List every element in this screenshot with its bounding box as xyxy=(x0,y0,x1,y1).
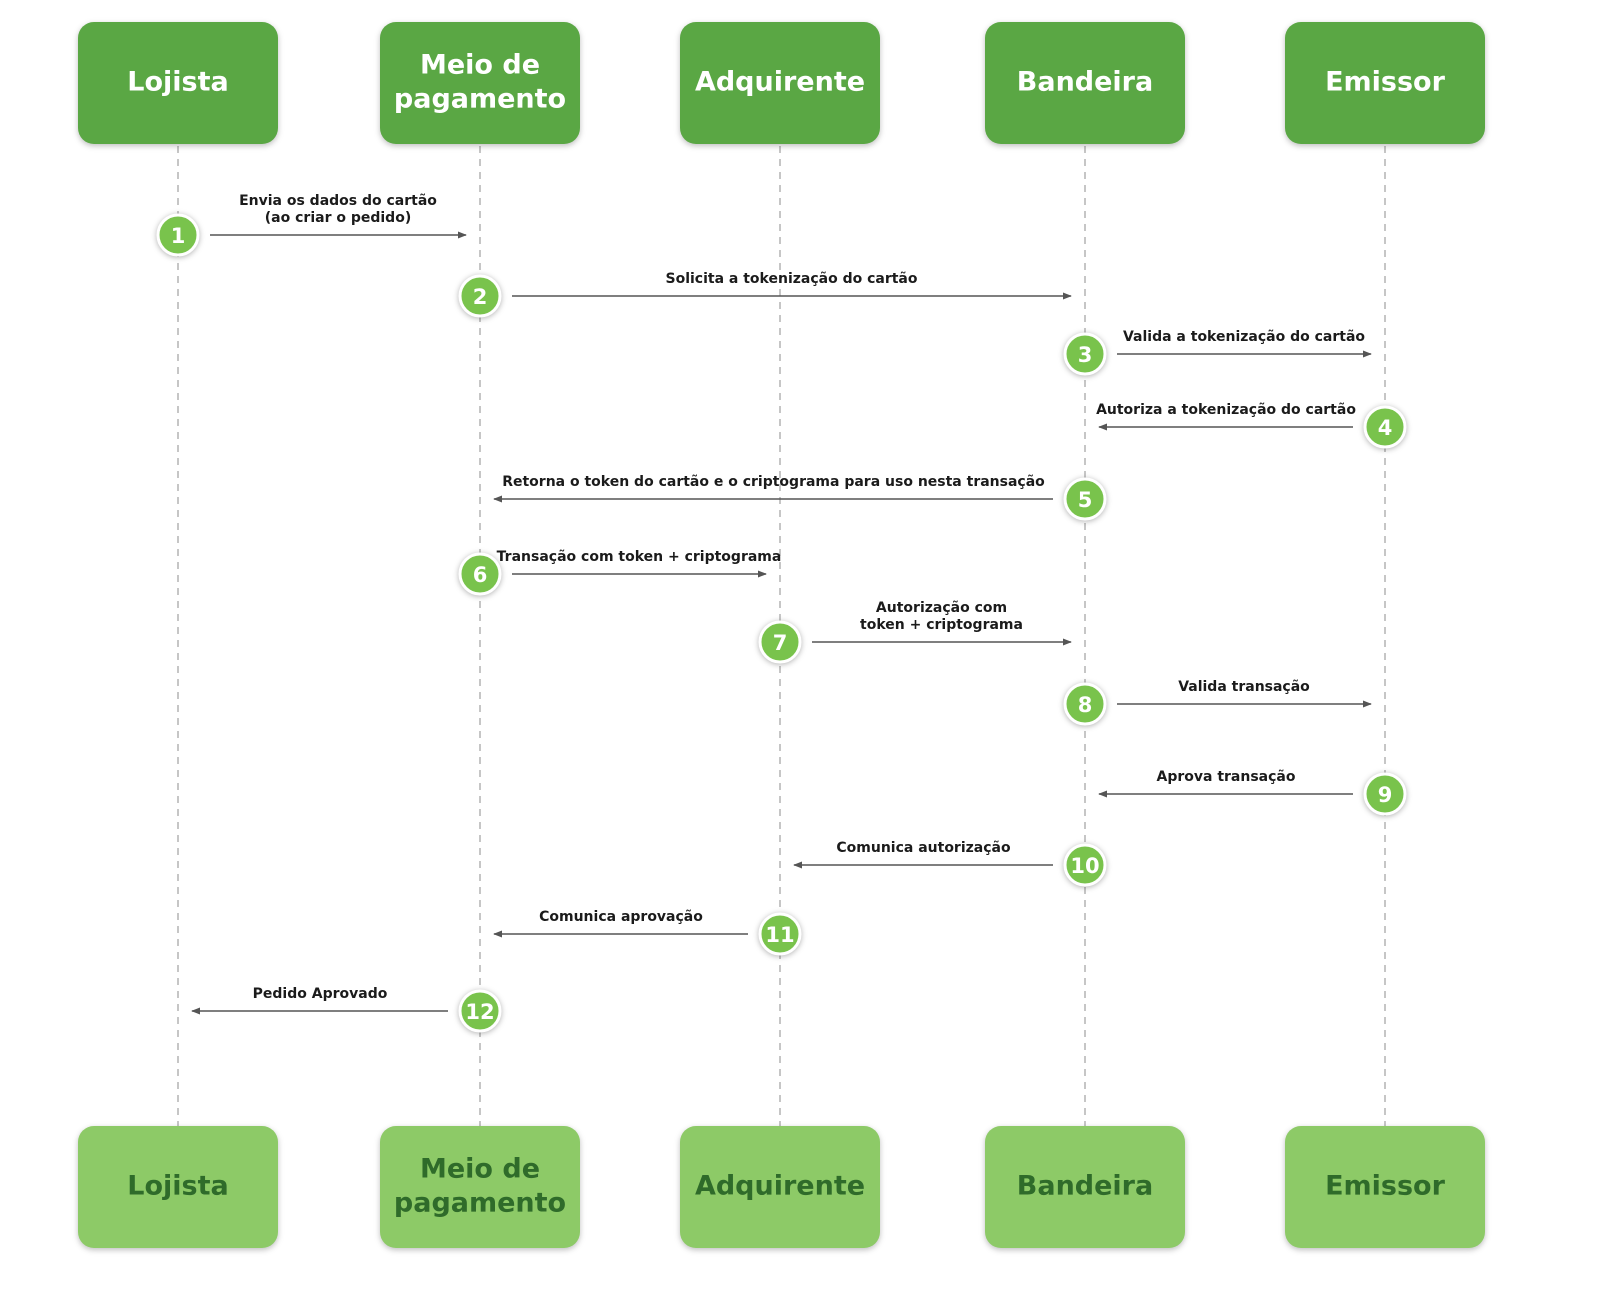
step-badge xyxy=(458,274,502,318)
participant-footer-name: Lojista xyxy=(127,1171,228,1202)
message-list: Envia os dados do cartão(ao criar o pedi… xyxy=(156,193,1407,1033)
participant-header-name: Bandeira xyxy=(1017,67,1153,98)
message-label: Valida transação xyxy=(1178,679,1310,695)
step-number: 2 xyxy=(473,285,488,309)
step-badge xyxy=(156,213,200,257)
step-badge xyxy=(458,989,502,1033)
message-step: Comunica autorização 10 xyxy=(793,840,1107,887)
participant-footer-name: Adquirente xyxy=(695,1171,865,1202)
participant-header-box: Adquirente xyxy=(680,22,880,144)
step-badge xyxy=(758,620,802,664)
step-badge xyxy=(1363,772,1407,816)
participant-footer-box: Bandeira xyxy=(985,1126,1185,1248)
participant-header-name: Meio de xyxy=(420,50,540,81)
message-label: (ao criar o pedido) xyxy=(265,210,411,226)
participant-footer-box-background xyxy=(985,1126,1185,1248)
message-label: Pedido Aprovado xyxy=(253,986,388,1002)
message-step: Solicita a tokenização do cartão 2 xyxy=(458,271,1072,318)
participant-header-box-background xyxy=(78,22,278,144)
participant-header-box-background xyxy=(680,22,880,144)
step-number: 1 xyxy=(171,224,186,248)
step-number: 6 xyxy=(473,563,488,587)
message-label: Transação com token + criptograma xyxy=(497,549,782,565)
step-number: 4 xyxy=(1378,416,1393,440)
step-badge xyxy=(1063,843,1107,887)
participant-header-box-background xyxy=(1285,22,1485,144)
message-label: Valida a tokenização do cartão xyxy=(1123,329,1365,345)
participant-header-box-background xyxy=(380,22,580,144)
participant-footer-name: pagamento xyxy=(394,1188,566,1219)
step-number: 10 xyxy=(1070,854,1099,878)
participant-footer-box-background xyxy=(680,1126,880,1248)
participant-footer-name: Meio de xyxy=(420,1154,540,1185)
message-step: Valida a tokenização do cartão 3 xyxy=(1063,329,1372,376)
message-label: Comunica aprovação xyxy=(539,909,703,925)
message-step: Autoriza a tokenização do cartão 4 xyxy=(1096,402,1407,449)
participant-footer-name: Emissor xyxy=(1325,1171,1446,1202)
message-label: Solicita a tokenização do cartão xyxy=(666,271,918,287)
message-label: Aprova transação xyxy=(1157,769,1296,785)
participant-header-box: Lojista xyxy=(78,22,278,144)
message-step: Comunica aprovação 11 xyxy=(493,909,802,956)
message-step: Aprova transação 9 xyxy=(1098,769,1407,816)
step-number: 8 xyxy=(1078,693,1093,717)
step-badge xyxy=(1063,682,1107,726)
participant-header-box: Emissor xyxy=(1285,22,1485,144)
participant-footer-box: Adquirente xyxy=(680,1126,880,1248)
message-label: token + criptograma xyxy=(860,617,1023,633)
message-step: Valida transação 8 xyxy=(1063,679,1372,726)
participant-footer-box-background xyxy=(1285,1126,1485,1248)
participant-footer-box-background xyxy=(380,1126,580,1248)
message-label: Envia os dados do cartão xyxy=(239,193,437,209)
participant-header-name: Emissor xyxy=(1325,67,1446,98)
participant-footer-name: Bandeira xyxy=(1017,1171,1153,1202)
step-number: 11 xyxy=(765,923,794,947)
participant-header-name: Lojista xyxy=(127,67,228,98)
step-number: 5 xyxy=(1078,488,1093,512)
step-badge xyxy=(458,552,502,596)
participant-footer-box: Lojista xyxy=(78,1126,278,1248)
participant-header-box: Bandeira xyxy=(985,22,1185,144)
step-badge xyxy=(1063,332,1107,376)
participant-footer-box-background xyxy=(78,1126,278,1248)
step-number: 7 xyxy=(773,631,788,655)
message-step: Retorna o token do cartão e o criptogram… xyxy=(493,474,1107,521)
message-label: Comunica autorização xyxy=(836,840,1011,856)
message-step: Pedido Aprovado 12 xyxy=(191,986,502,1033)
step-number: 3 xyxy=(1078,343,1093,367)
message-label: Retorna o token do cartão e o criptogram… xyxy=(502,474,1045,490)
message-step: Envia os dados do cartão(ao criar o pedi… xyxy=(156,193,467,257)
step-number: 9 xyxy=(1378,783,1393,807)
message-label: Autoriza a tokenização do cartão xyxy=(1096,402,1356,418)
message-step: Transação com token + criptograma 6 xyxy=(458,549,782,596)
step-number: 12 xyxy=(465,1000,494,1024)
participant-footer-box: Emissor xyxy=(1285,1126,1485,1248)
message-label: Autorização com xyxy=(876,600,1007,616)
participant-header-name: pagamento xyxy=(394,84,566,115)
participant-header-name: Adquirente xyxy=(695,67,865,98)
participant-header-box-background xyxy=(985,22,1185,144)
step-badge xyxy=(758,912,802,956)
step-badge xyxy=(1063,477,1107,521)
step-badge xyxy=(1363,405,1407,449)
